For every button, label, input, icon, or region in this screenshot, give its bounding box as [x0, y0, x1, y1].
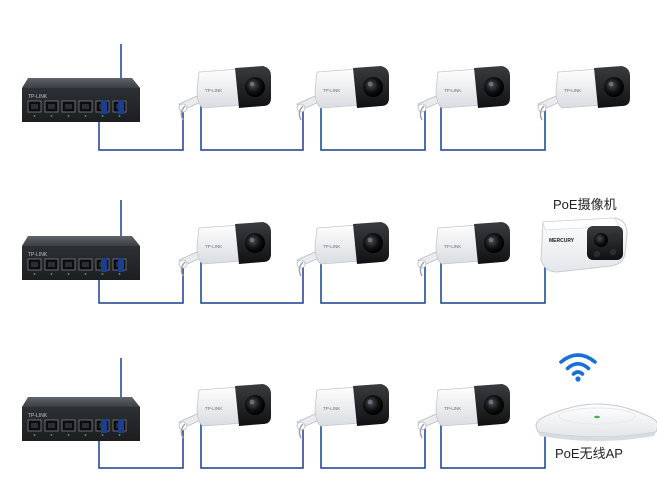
poe-camera-label: PoE摄像机 [553, 197, 617, 212]
camera-logo: TP-LINK [444, 406, 461, 411]
bullet-camera-icon: TP-LINK [178, 384, 271, 439]
cable-row3-b [320, 420, 426, 469]
camera-logo: TP-LINK [444, 244, 461, 249]
cable-row3-c [440, 420, 546, 469]
bullet-camera-icon: TP-LINK [417, 66, 510, 121]
cable-row2-a [200, 262, 304, 304]
bullet-camera-icon: TP-LINK [417, 384, 510, 439]
cable-row1-1 [98, 104, 184, 151]
cable-row2-c [440, 262, 546, 304]
cable-row1-b [320, 104, 426, 151]
camera-logo: TP-LINK [444, 88, 461, 93]
camera-logo: TP-LINK [323, 244, 340, 249]
cable-row1-a [200, 104, 304, 151]
switch-logo: TP-LINK [28, 94, 48, 100]
switches: TP-LINK TP-LINK TP-LINK [22, 78, 140, 441]
poe-dome-camera: MERCURY [540, 217, 628, 273]
wifi-icon [559, 353, 597, 382]
network-switch-icon: TP-LINK [22, 397, 140, 441]
camera-logo: TP-LINK [564, 88, 581, 93]
cable-row2-1 [98, 262, 184, 304]
network-switch-icon: TP-LINK [22, 236, 140, 280]
bullet-cameras: TP-LINK TP-LINK TP-LINK TP-LINK TP-LINK TP-LI… [178, 66, 630, 439]
cable-row2-b [320, 262, 426, 304]
poe-ap-label: PoE无线AP [555, 446, 623, 461]
cable-row3-1 [98, 420, 184, 469]
bullet-camera-icon: TP-LINK [296, 384, 389, 439]
bullet-camera-icon: TP-LINK [296, 66, 389, 121]
camera-logo: TP-LINK [323, 406, 340, 411]
cable-row3-a [200, 420, 304, 469]
camera-logo: TP-LINK [323, 88, 340, 93]
camera-logo: TP-LINK [205, 88, 222, 93]
dome-logo: MERCURY [549, 238, 575, 244]
ceiling-ap [535, 403, 657, 441]
camera-logo: TP-LINK [205, 244, 222, 249]
cables [98, 44, 546, 469]
switch-logo: TP-LINK [28, 252, 48, 258]
switch-logo: TP-LINK [28, 413, 48, 419]
bullet-camera-icon: TP-LINK [537, 66, 630, 121]
bullet-camera-icon: TP-LINK [178, 222, 271, 277]
network-switch-icon: TP-LINK [22, 78, 140, 122]
bullet-camera-icon: TP-LINK [296, 222, 389, 277]
bullet-camera-icon: TP-LINK [417, 222, 510, 277]
bullet-camera-icon: TP-LINK [178, 66, 271, 121]
cable-row1-c [440, 104, 546, 151]
camera-logo: TP-LINK [205, 406, 222, 411]
